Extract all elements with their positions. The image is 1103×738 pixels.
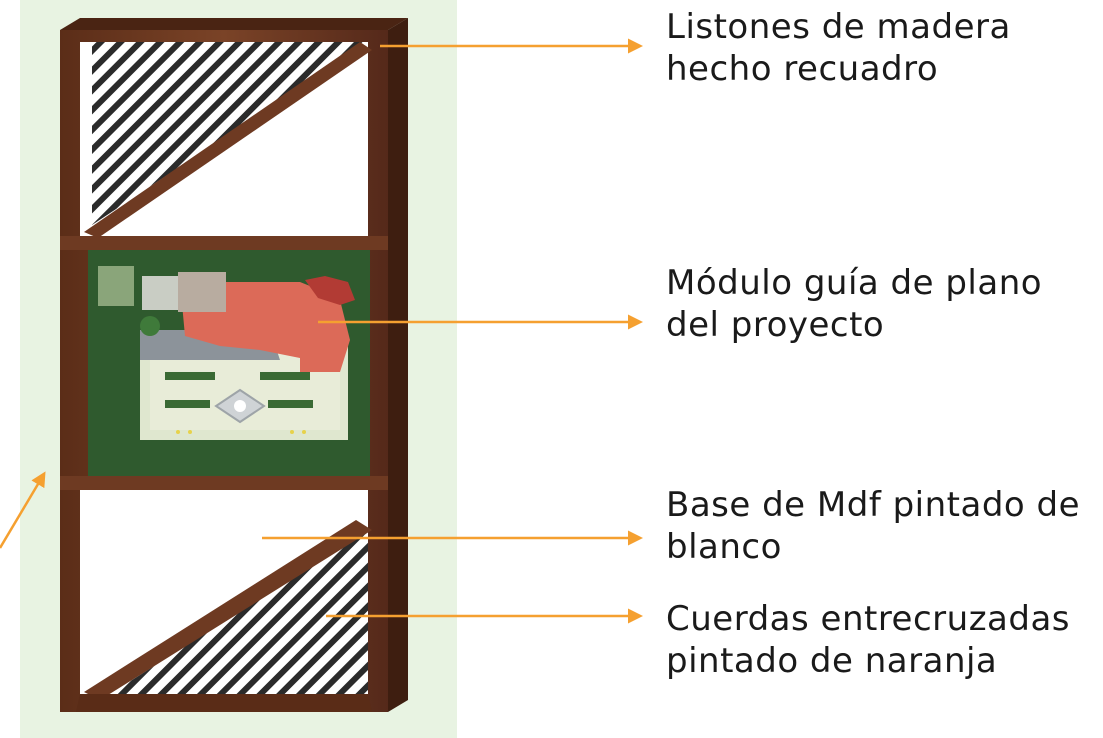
middle-rail-top bbox=[60, 236, 388, 250]
arrows bbox=[0, 38, 643, 624]
top-diagonal-brace bbox=[84, 42, 372, 238]
label-crossed-ropes: Cuerdas entrecruzadas pintado de naranja bbox=[666, 598, 1070, 682]
label-plan-module-line2: del proyecto bbox=[666, 305, 885, 345]
label-mdf-base: Base de Mdf pintado de blanco bbox=[666, 484, 1080, 568]
label-plan-module-line1: Módulo guía de plano bbox=[666, 263, 1043, 303]
bottom-compartment bbox=[76, 490, 372, 712]
label-wood-slats-line1: Listones de madera bbox=[666, 7, 1011, 47]
label-mdf-base-line1: Base de Mdf pintado de bbox=[666, 485, 1081, 525]
label-crossed-ropes-line1: Cuerdas entrecruzadas bbox=[666, 599, 1071, 639]
bottom-diagonal-brace bbox=[84, 520, 372, 700]
label-crossed-ropes-line2: pintado de naranja bbox=[666, 641, 998, 681]
arrow-left-pointer bbox=[0, 471, 46, 549]
label-wood-slats-line2: hecho recuadro bbox=[666, 49, 939, 89]
label-wood-slats: Listones de madera hecho recuadro bbox=[666, 6, 1011, 90]
middle-rail-bottom bbox=[60, 476, 388, 490]
top-compartment bbox=[80, 42, 372, 238]
label-mdf-base-line2: blanco bbox=[666, 527, 782, 567]
label-plan-module: Módulo guía de plano del proyecto bbox=[666, 262, 1042, 346]
plan-module bbox=[88, 250, 370, 476]
